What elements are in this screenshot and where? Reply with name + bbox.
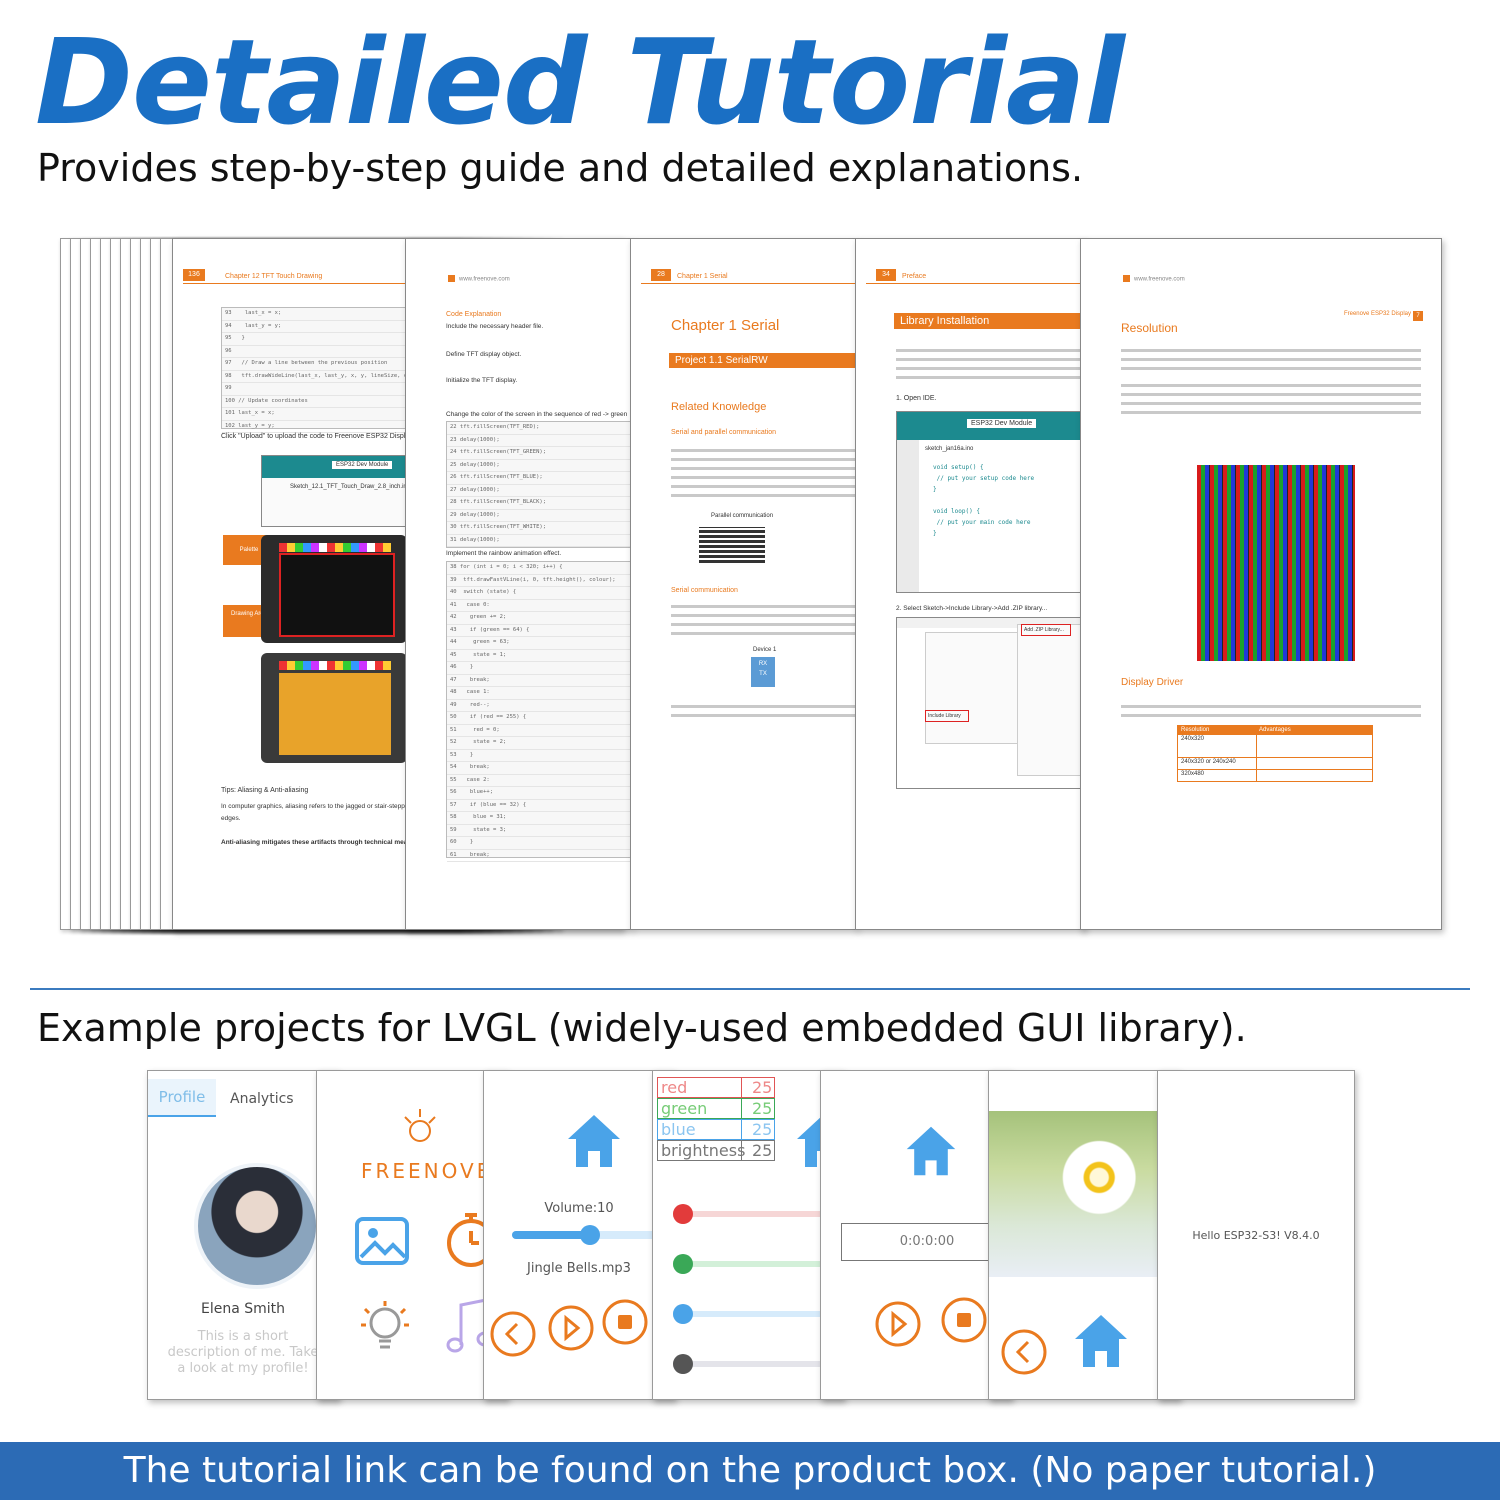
red-slider[interactable]: [673, 1204, 843, 1224]
home-icon[interactable]: [1071, 1311, 1131, 1371]
section-heading: Related Knowledge: [671, 401, 767, 413]
stop-icon[interactable]: [600, 1297, 650, 1347]
diagram-label: Parallel communication: [711, 513, 774, 519]
lightbulb-icon[interactable]: [357, 1297, 413, 1357]
sketch-tab: sketch_jan16a.ino: [925, 446, 974, 452]
display-device: [261, 535, 407, 643]
daisy-photo: [989, 1111, 1179, 1277]
lvgl-music-player-card: Volume:10 Jingle Bells.mp3: [483, 1070, 675, 1400]
volume-label: Volume:10: [544, 1201, 614, 1216]
section-title: Library Installation: [894, 313, 1084, 329]
home-icon[interactable]: [903, 1123, 959, 1179]
section-divider: [30, 988, 1470, 990]
lvgl-heading: Example projects for LVGL (widely-used e…: [37, 1006, 1247, 1050]
subsection-heading: Serial communication: [671, 587, 738, 594]
section-heading: Display Driver: [1121, 677, 1184, 688]
blue-slider[interactable]: [673, 1304, 843, 1324]
chapter-header: Preface: [902, 273, 927, 280]
code-note: Include the necessary header file.: [446, 323, 544, 330]
site-header: www.freenove.com: [448, 275, 510, 282]
add-zip-item: Add .ZIP Library...: [1021, 624, 1071, 636]
board-select: ESP32 Dev Module: [332, 461, 393, 469]
doc-page-library: 34 Preface Library Installation 1. Open …: [855, 238, 1085, 930]
section-heading: Resolution: [1121, 321, 1178, 335]
green-slider[interactable]: [673, 1254, 843, 1274]
play-icon[interactable]: [546, 1303, 596, 1353]
device-label: Device 1: [753, 647, 777, 653]
page-number: 136: [183, 269, 205, 281]
volume-slider[interactable]: [512, 1225, 662, 1245]
doc-page-resolution: www.freenove.com Freenove ESP32 Display …: [1080, 238, 1442, 930]
section-heading: Code Explanation: [446, 311, 502, 318]
tab-analytics[interactable]: Analytics: [230, 1091, 294, 1107]
code-note: Initialize the TFT display.: [446, 377, 518, 384]
code-note: Implement the rainbow animation effect.: [446, 550, 562, 557]
page-subtitle: Provides step-by-step guide and detailed…: [37, 146, 1084, 190]
sketch-tab: Sketch_12.1_TFT_Touch_Draw_2.8_inch.ino: [290, 484, 411, 490]
profile-name: Elena Smith: [200, 1301, 286, 1317]
freenove-logo-text: FREENOVE: [361, 1159, 493, 1183]
menu-screenshot: Include Library Add .ZIP Library...: [896, 617, 1084, 789]
pixel-illustration: [1197, 465, 1355, 661]
tips-title: Tips: Aliasing & Anti-aliasing: [221, 787, 309, 794]
doc-page-serial: 28 Chapter 1 Serial Chapter 1 Serial Pro…: [630, 238, 857, 930]
freenove-logo-icon: [404, 1109, 436, 1142]
code-note: Define TFT display object.: [446, 351, 522, 358]
lvgl-hello-card: Hello ESP32-S3! V8.4.0: [1157, 1070, 1355, 1400]
page-number: 7: [1413, 311, 1423, 321]
chapter-header: Chapter 1 Serial: [677, 273, 728, 280]
corner-header: Freenove ESP32 Display: [1343, 311, 1411, 317]
lvgl-profile-card: Profile Analytics Sh Elena Smith This is…: [147, 1070, 339, 1400]
anti-aliasing-text: Anti-aliasing mitigates these artifacts …: [221, 839, 417, 846]
display-device-drawn: [261, 653, 407, 763]
include-library-item: Include Library: [925, 710, 969, 722]
previous-icon[interactable]: [999, 1327, 1049, 1377]
volume-slider-knob[interactable]: [580, 1225, 600, 1245]
ide-screenshot: ESP32 Dev Module sketch_jan16a.ino void …: [896, 411, 1084, 593]
subsection-heading: Serial and parallel communication: [671, 429, 777, 436]
timer-display: 0:0:0:00: [841, 1223, 1011, 1261]
project-title: Project 1.1 SerialRW: [669, 353, 856, 368]
brightness-slider[interactable]: [673, 1354, 843, 1374]
doc-page-code: www.freenove.com Code Explanation Includ…: [405, 238, 632, 930]
chapter-title: Chapter 1 Serial: [671, 317, 780, 334]
step-text: 1. Open IDE.: [896, 395, 937, 402]
board-select: ESP32 Dev Module: [967, 419, 1037, 428]
parallel-diagram: [699, 527, 765, 563]
lvgl-timer-card: 0:0:0:00: [820, 1070, 1012, 1400]
song-title: Jingle Bells.mp3: [527, 1261, 631, 1276]
code-block: 38 for (int i = 0; i < 320; i++) {39 tft…: [446, 561, 631, 862]
hello-label: Hello ESP32-S3! V8.4.0: [1192, 1229, 1320, 1242]
code-block: 22 tft.fillScreen(TFT_RED);23 delay(1000…: [446, 421, 631, 548]
image-icon[interactable]: [353, 1213, 413, 1271]
home-icon[interactable]: [564, 1111, 624, 1171]
lvgl-launcher-card: FREENOVE: [316, 1070, 508, 1400]
page-title: Detailed Tutorial: [35, 13, 1125, 151]
tab-profile[interactable]: Profile: [148, 1079, 216, 1117]
step-text: 2. Select Sketch->Include Library->Add .…: [896, 605, 1048, 612]
site-header: www.freenove.com: [1123, 275, 1185, 282]
page-number: 28: [651, 269, 671, 281]
stop-icon[interactable]: [939, 1295, 989, 1345]
upload-instruction: Click "Upload" to upload the code to Fre…: [221, 433, 415, 440]
lvgl-photo-card: [988, 1070, 1180, 1400]
footer-banner: The tutorial link can be found on the pr…: [0, 1442, 1500, 1500]
chapter-header: Chapter 12 TFT Touch Drawing: [225, 273, 323, 280]
previous-icon[interactable]: [488, 1309, 538, 1359]
page-number: 34: [876, 269, 896, 281]
avatar: [194, 1163, 320, 1289]
play-icon[interactable]: [873, 1299, 923, 1349]
code-note: Change the color of the screen in the se…: [446, 411, 628, 418]
